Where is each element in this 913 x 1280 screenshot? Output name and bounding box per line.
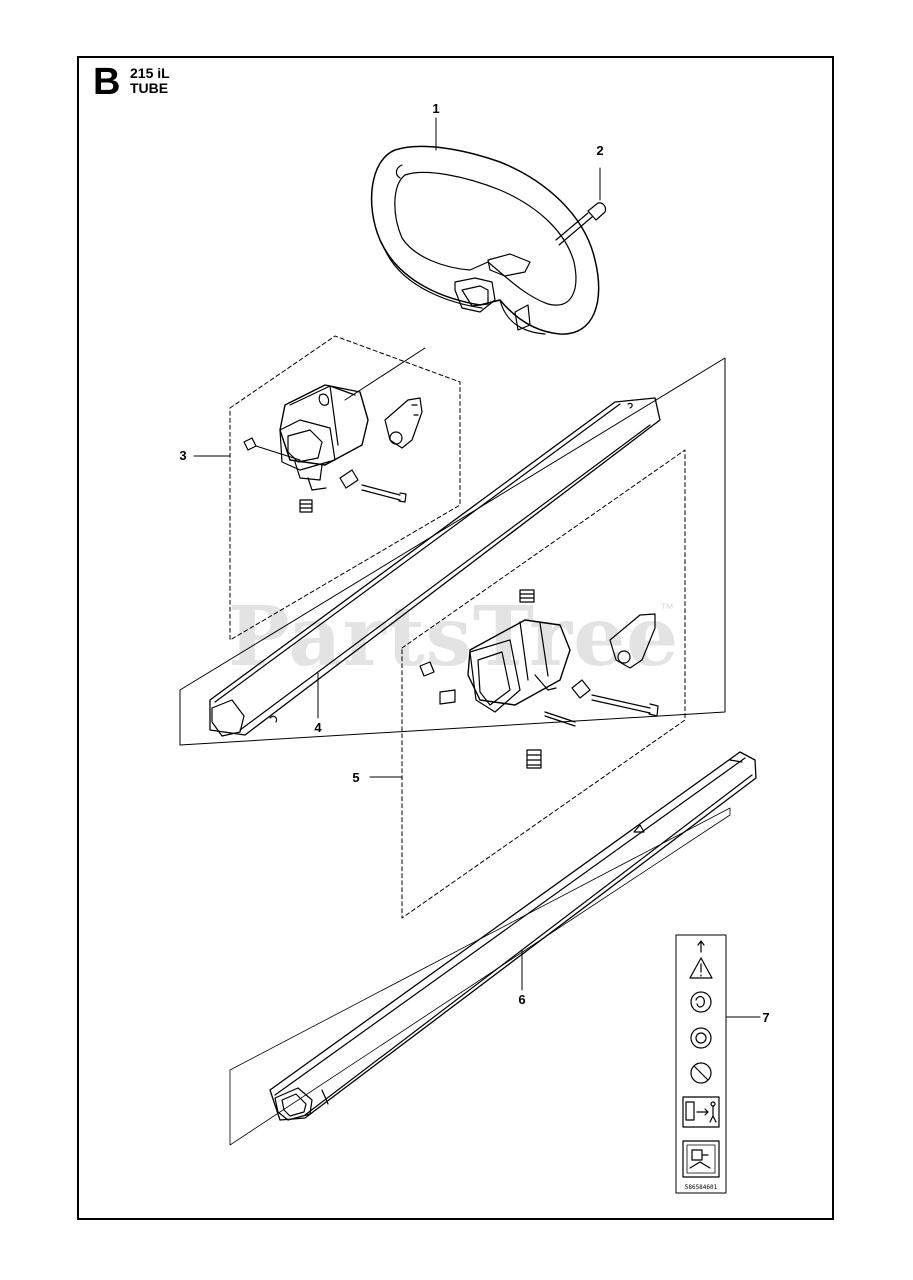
callout-5: 5 — [352, 770, 360, 785]
part-2-bolt — [555, 167, 607, 246]
part-3-group-outline — [229, 335, 461, 641]
callout-6: 6 — [518, 992, 526, 1007]
warning-triangle-icon — [689, 957, 713, 979]
part-6-lower-tube — [229, 751, 757, 1146]
callout-1: 1 — [432, 101, 440, 116]
ear-protection-icon — [690, 991, 712, 1013]
safety-distance-icon — [682, 1096, 720, 1128]
callout-leaders — [193, 117, 523, 991]
section-letter: B — [93, 61, 121, 103]
part-3-clamp-assembly — [243, 347, 426, 513]
helmet-icon — [690, 1027, 712, 1049]
watermark-trademark: ™ — [660, 600, 674, 616]
callout-2: 2 — [596, 143, 604, 158]
part-1-loop-handle — [370, 145, 600, 335]
diagram-frame — [77, 56, 834, 1220]
part-5-group-outline — [401, 449, 686, 919]
callout-4: 4 — [314, 720, 322, 735]
callout-3: 3 — [179, 448, 187, 463]
arrow-up-icon — [697, 940, 705, 953]
part-4-shaft-tube — [179, 357, 726, 746]
read-manual-icon — [682, 1140, 720, 1178]
part-5-clamp-assembly — [419, 589, 659, 769]
model-label: 215 iL — [130, 65, 170, 81]
no-children-icon — [690, 1062, 712, 1084]
decal-part-code: 586584601 — [684, 1184, 718, 1191]
callout-7: 7 — [762, 1010, 770, 1025]
part-7-decal — [675, 934, 761, 1194]
section-title: TUBE — [130, 80, 169, 96]
